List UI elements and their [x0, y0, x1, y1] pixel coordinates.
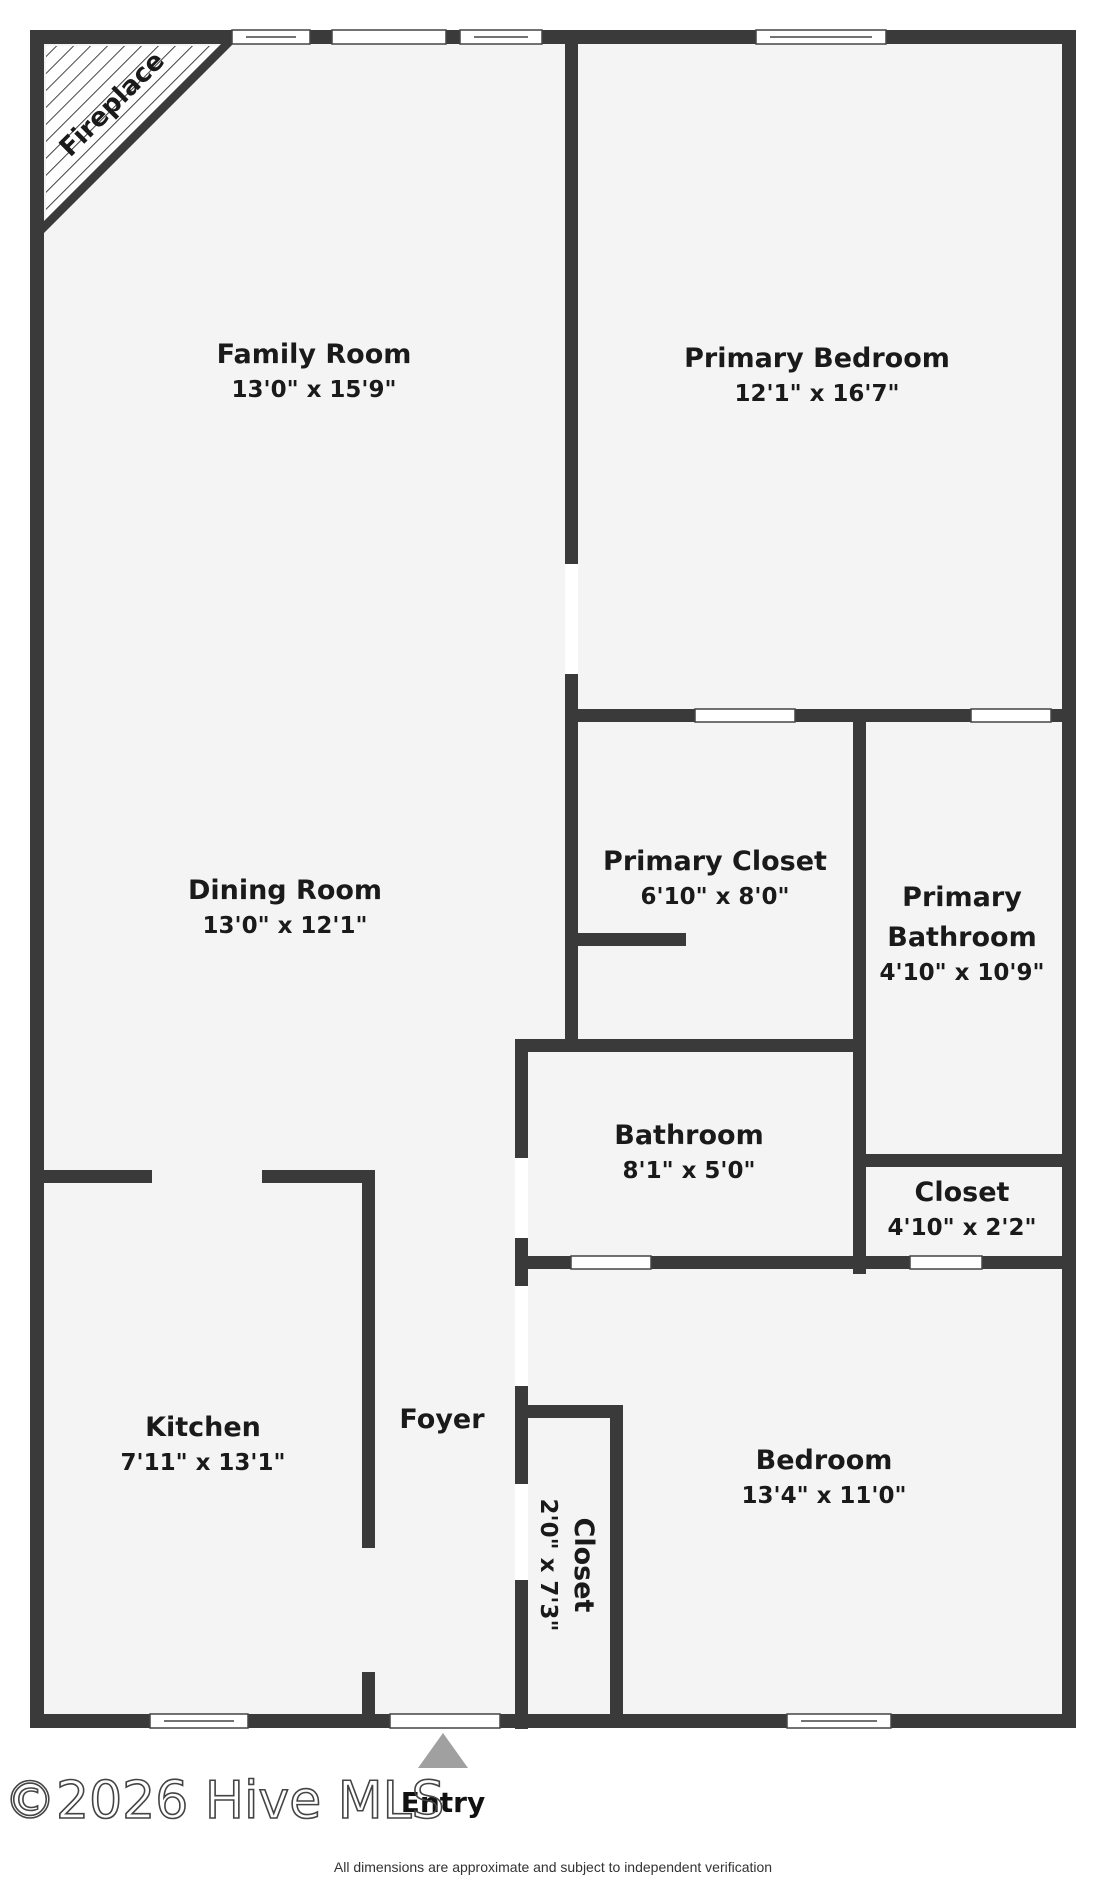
room-dims-closet-small: 4'10" x 2'2"	[888, 1215, 1037, 1241]
wall-vcloset-top	[515, 1405, 623, 1418]
wall-closet-stub	[572, 933, 686, 946]
room-name-primary-closet: Primary Closet	[603, 846, 827, 877]
room-name-foyer: Foyer	[399, 1404, 485, 1435]
wall-kitchen-top-right	[262, 1170, 375, 1183]
wall-kitchen-right	[362, 1170, 375, 1548]
doorway-dining-bathroom	[515, 1158, 528, 1238]
room-name-primary-bathroom-2: Bathroom	[887, 922, 1036, 953]
room-name-primary-bathroom-1: Primary	[902, 882, 1022, 913]
doorway-foyer-bedroom	[515, 1286, 528, 1386]
outer-wall-left	[30, 30, 44, 1728]
room-name-family-room: Family Room	[217, 339, 412, 370]
watermark: ©2026 Hive MLS	[4, 1771, 445, 1831]
entry-arrow-icon	[418, 1733, 468, 1768]
wall-vcloset-right	[610, 1405, 623, 1723]
room-dims-bathroom: 8'1" x 5'0"	[623, 1158, 756, 1184]
room-dims-closet-vertical: 2'0" x 7'3"	[535, 1499, 561, 1632]
outer-wall-right	[1062, 30, 1076, 1728]
room-dims-primary-bedroom: 12'1" x 16'7"	[735, 381, 900, 407]
wall-bathroom-top	[515, 1039, 865, 1052]
outer-wall-top	[30, 30, 1076, 44]
room-name-primary-bedroom: Primary Bedroom	[684, 343, 950, 374]
window-bathroom-bottom	[570, 1255, 652, 1270]
window-closet-top	[694, 708, 796, 723]
room-name-dining-room: Dining Room	[188, 875, 382, 906]
wall-small-closet-top	[860, 1154, 1070, 1167]
window-closet-bottom	[909, 1255, 983, 1270]
room-dims-kitchen: 7'11" x 13'1"	[121, 1450, 286, 1476]
floor-area	[34, 36, 1070, 1726]
window-bath-top	[970, 708, 1052, 723]
doorway-family-primary	[565, 564, 578, 674]
doorway-foyer-closet	[515, 1484, 528, 1580]
entry-label: Entry	[401, 1786, 486, 1819]
room-dims-dining-room: 13'0" x 12'1"	[203, 913, 368, 939]
room-name-kitchen: Kitchen	[145, 1412, 261, 1443]
wall-family-primary	[565, 36, 578, 1052]
room-dims-primary-closet: 6'10" x 8'0"	[641, 884, 790, 910]
wall-primary-bedroom-bottom	[565, 709, 1070, 722]
fireplace-edge	[37, 37, 240, 240]
room-dims-family-room: 13'0" x 15'9"	[232, 377, 397, 403]
room-dims-bedroom: 13'4" x 11'0"	[742, 1483, 907, 1509]
room-name-closet-vertical: Closet	[568, 1518, 599, 1613]
wall-kitchen-top-left	[36, 1170, 152, 1183]
wall-closet-bath-divider	[853, 709, 866, 1274]
room-name-bedroom: Bedroom	[756, 1445, 893, 1476]
room-name-bathroom: Bathroom	[614, 1120, 763, 1151]
window-top-2	[331, 29, 447, 45]
room-dims-primary-bathroom: 4'10" x 10'9"	[880, 960, 1045, 986]
room-name-closet-small: Closet	[915, 1177, 1010, 1208]
wall-kitchen-right-stub	[362, 1672, 375, 1722]
footer-note: All dimensions are approximate and subje…	[334, 1859, 772, 1875]
window-bottom-entry	[389, 1713, 501, 1729]
